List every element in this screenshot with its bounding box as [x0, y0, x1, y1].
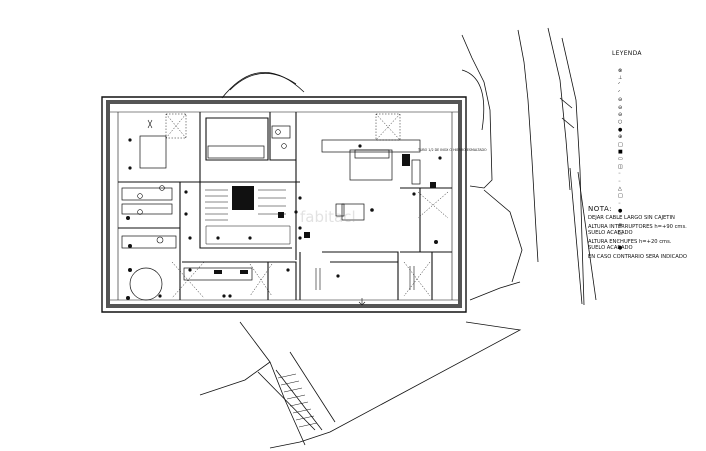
- legend-item: ·: [618, 237, 702, 244]
- hash-icon: #: [618, 222, 623, 229]
- legend-item: ◦: [618, 178, 702, 185]
- electrical-symbols: [126, 138, 442, 300]
- furniture: [121, 125, 421, 301]
- socket-icon: ⊖: [618, 112, 623, 119]
- wall-light-icon: ⊥: [618, 75, 623, 82]
- socket-icon: ⊖: [618, 104, 623, 111]
- legend-item: ⊖: [618, 97, 702, 104]
- circle-icon: ◦: [618, 178, 621, 185]
- interior-walls: [118, 112, 452, 300]
- pipe-annotation: TUBO 1/2 DE INOX O HIERRO ESMALTADO: [418, 148, 487, 152]
- note-line: EN CASO CONTRARIO SERA INDICADO: [588, 254, 687, 260]
- legend-item: ■: [618, 148, 702, 155]
- legend-item: ▭: [618, 156, 702, 163]
- circle-icon: ◦: [618, 215, 621, 222]
- switch-icon: ᐟ: [618, 82, 621, 89]
- legend-item: ⊗: [618, 67, 702, 74]
- stair-core: [232, 186, 254, 210]
- phone-icon: ◫: [618, 163, 623, 170]
- legend-item: □: [618, 230, 702, 237]
- note-line: DEJAR CABLE LARGO SIN CAJETIN: [588, 215, 675, 221]
- circle-icon: ◦: [618, 200, 621, 207]
- filled-dot-icon: ●: [618, 126, 623, 133]
- notes-block: NOTA: DEJAR CABLE LARGO SIN CAJETIN ALTU…: [588, 205, 702, 261]
- watermark-text: fabitacl: [300, 208, 356, 226]
- exterior-stairs: [277, 373, 318, 428]
- legend-item: ◫: [618, 163, 702, 170]
- legend-item: ⊖: [618, 111, 702, 118]
- outlets: [137, 119, 415, 306]
- note-line: ALTURA ENCHUFES h=+20 cms.: [588, 239, 672, 245]
- legend-item: ◦: [618, 170, 702, 177]
- filled-square-icon: ■: [618, 148, 623, 155]
- square-icon: □: [618, 193, 623, 200]
- building-outline: [101, 96, 467, 313]
- ceiling-voids: [165, 113, 449, 299]
- pendant-light-icon: ⊗: [618, 67, 623, 74]
- note-line: ALTURA INTERRUPTORES h=+90 cms.: [588, 224, 687, 230]
- legend-item: ᐟ: [618, 89, 702, 96]
- legend-item: ⊕: [618, 134, 702, 141]
- legend-item: □: [618, 141, 702, 148]
- downlight-icon: ○: [618, 119, 623, 126]
- switch-icon: ᐟ: [618, 89, 621, 96]
- cross-light-icon: ⊕: [618, 134, 623, 141]
- legend-item: ●: [618, 207, 702, 214]
- legend-item: ◦: [618, 200, 702, 207]
- legend-title: LEYENDA: [612, 50, 642, 57]
- filled-dot-icon: ●: [618, 245, 623, 252]
- dot-icon: ·: [618, 237, 620, 244]
- notes-title: NOTA:: [588, 205, 613, 213]
- note-line: SUELO ACABADO: [588, 245, 633, 251]
- square-icon: □: [618, 141, 623, 148]
- triangle-icon: △: [618, 185, 622, 192]
- legend-item: □: [618, 193, 702, 200]
- legend-item: ●: [618, 126, 702, 133]
- tv-icon: ▭: [618, 156, 623, 163]
- legend-item: ⊥: [618, 74, 702, 81]
- legend-item: ◦: [618, 215, 702, 222]
- legend-item: ●: [618, 244, 702, 251]
- legend-item: ⊖: [618, 104, 702, 111]
- legend-item: ᐟ: [618, 82, 702, 89]
- legend-item: #: [618, 222, 702, 229]
- legend-item: ○: [618, 119, 702, 126]
- socket-icon: ⊖: [618, 97, 623, 104]
- note-line: SUELO ACABADO: [588, 230, 633, 236]
- circle-icon: ◦: [618, 171, 621, 178]
- site-boundary: [199, 27, 597, 449]
- legend-item: △: [618, 185, 702, 192]
- filled-dot-icon: ●: [618, 208, 623, 215]
- square-icon: □: [618, 230, 623, 237]
- interior-stairs: [205, 189, 291, 245]
